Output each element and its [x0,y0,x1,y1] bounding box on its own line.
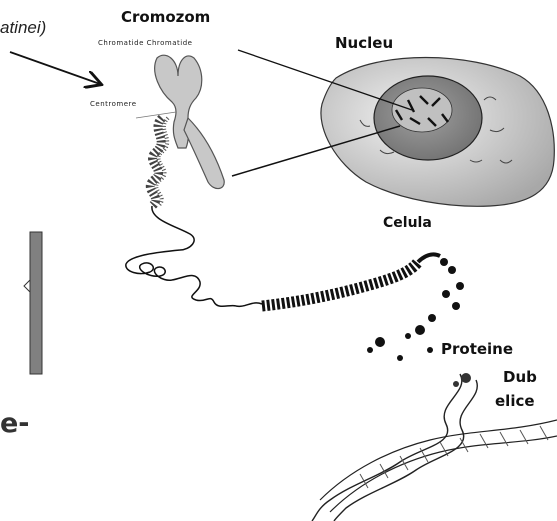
supercoiled-fiber [150,118,168,206]
label-proteins: Proteine [441,340,513,358]
label-nucleus: Nucleu [335,34,393,52]
chromatin-fiber [126,206,262,306]
beaded-fiber [262,254,440,306]
label-partial-note: atinei) [0,18,46,38]
label-partial-left: e- [0,408,30,439]
label-double-helix-line2: elice [495,392,535,410]
chromosome-shape [136,55,224,188]
label-cell: Celula [383,215,432,231]
pointer-arrow [10,52,100,84]
label-chromatids: Chromatide Chromatide [98,39,192,47]
label-chromosome: Cromozom [121,8,210,26]
label-double-helix-line1: Dub [503,368,537,386]
label-centromere: Centromere [90,100,137,108]
left-scale-bar [24,232,42,374]
cell-shape [321,58,554,207]
